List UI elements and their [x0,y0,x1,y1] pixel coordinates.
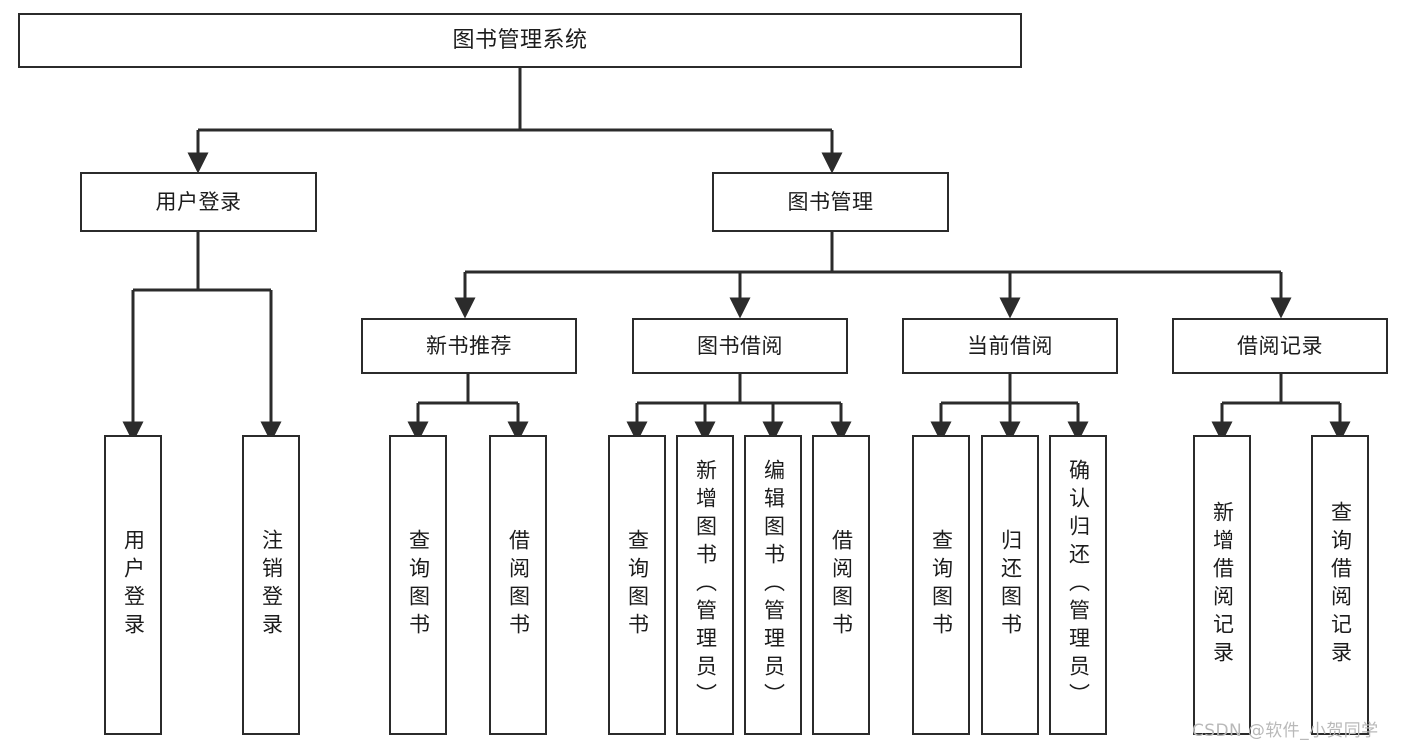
leaf-user-login[interactable]: 用户登录 [104,435,162,735]
node-label: 新增图书（管理员） [693,459,718,711]
node-label: 归还图书 [998,529,1023,641]
leaf-user-logout[interactable]: 注销登录 [242,435,300,735]
leaf-confirm-return-admin[interactable]: 确认归还（管理员） [1049,435,1107,735]
node-book-manage[interactable]: 图书管理 [712,172,949,232]
node-label: 图书借阅 [697,333,783,358]
node-label: 确认归还（管理员） [1066,459,1091,711]
leaf-return-book[interactable]: 归还图书 [981,435,1039,735]
leaf-add-borrow-record[interactable]: 新增借阅记录 [1193,435,1251,735]
node-label: 查询图书 [406,529,431,641]
leaf-query-book-borrow[interactable]: 查询图书 [608,435,666,735]
node-label: 编辑图书（管理员） [761,459,786,711]
node-label: 查询借阅记录 [1328,501,1353,669]
node-label: 新增借阅记录 [1210,501,1235,669]
leaf-query-book-recommend[interactable]: 查询图书 [389,435,447,735]
node-current-borrow[interactable]: 当前借阅 [902,318,1118,374]
node-user-login[interactable]: 用户登录 [80,172,317,232]
leaf-borrow-book-borrow[interactable]: 借阅图书 [812,435,870,735]
node-label: 图书管理 [787,189,874,214]
node-borrow-record[interactable]: 借阅记录 [1172,318,1388,374]
node-label: 用户登录 [155,189,242,214]
node-new-book-recommend[interactable]: 新书推荐 [361,318,577,374]
leaf-borrow-book-recommend[interactable]: 借阅图书 [489,435,547,735]
node-label: 查询图书 [929,529,954,641]
node-label: 新书推荐 [426,333,512,358]
node-root-book-management-system[interactable]: 图书管理系统 [18,13,1022,68]
leaf-query-book-current[interactable]: 查询图书 [912,435,970,735]
node-label: 借阅图书 [829,529,854,641]
leaf-query-borrow-record[interactable]: 查询借阅记录 [1311,435,1369,735]
node-label: 当前借阅 [967,333,1053,358]
node-label: 图书管理系统 [452,27,588,53]
watermark-text: CSDN @软件_小贺同学 [1192,721,1379,741]
node-label: 查询图书 [625,529,650,641]
node-label: 用户登录 [121,529,146,641]
node-book-borrow[interactable]: 图书借阅 [632,318,848,374]
leaf-edit-book-admin[interactable]: 编辑图书（管理员） [744,435,802,735]
node-label: 注销登录 [259,529,284,641]
node-label: 借阅记录 [1237,333,1323,358]
node-label: 借阅图书 [506,529,531,641]
leaf-add-book-admin[interactable]: 新增图书（管理员） [676,435,734,735]
